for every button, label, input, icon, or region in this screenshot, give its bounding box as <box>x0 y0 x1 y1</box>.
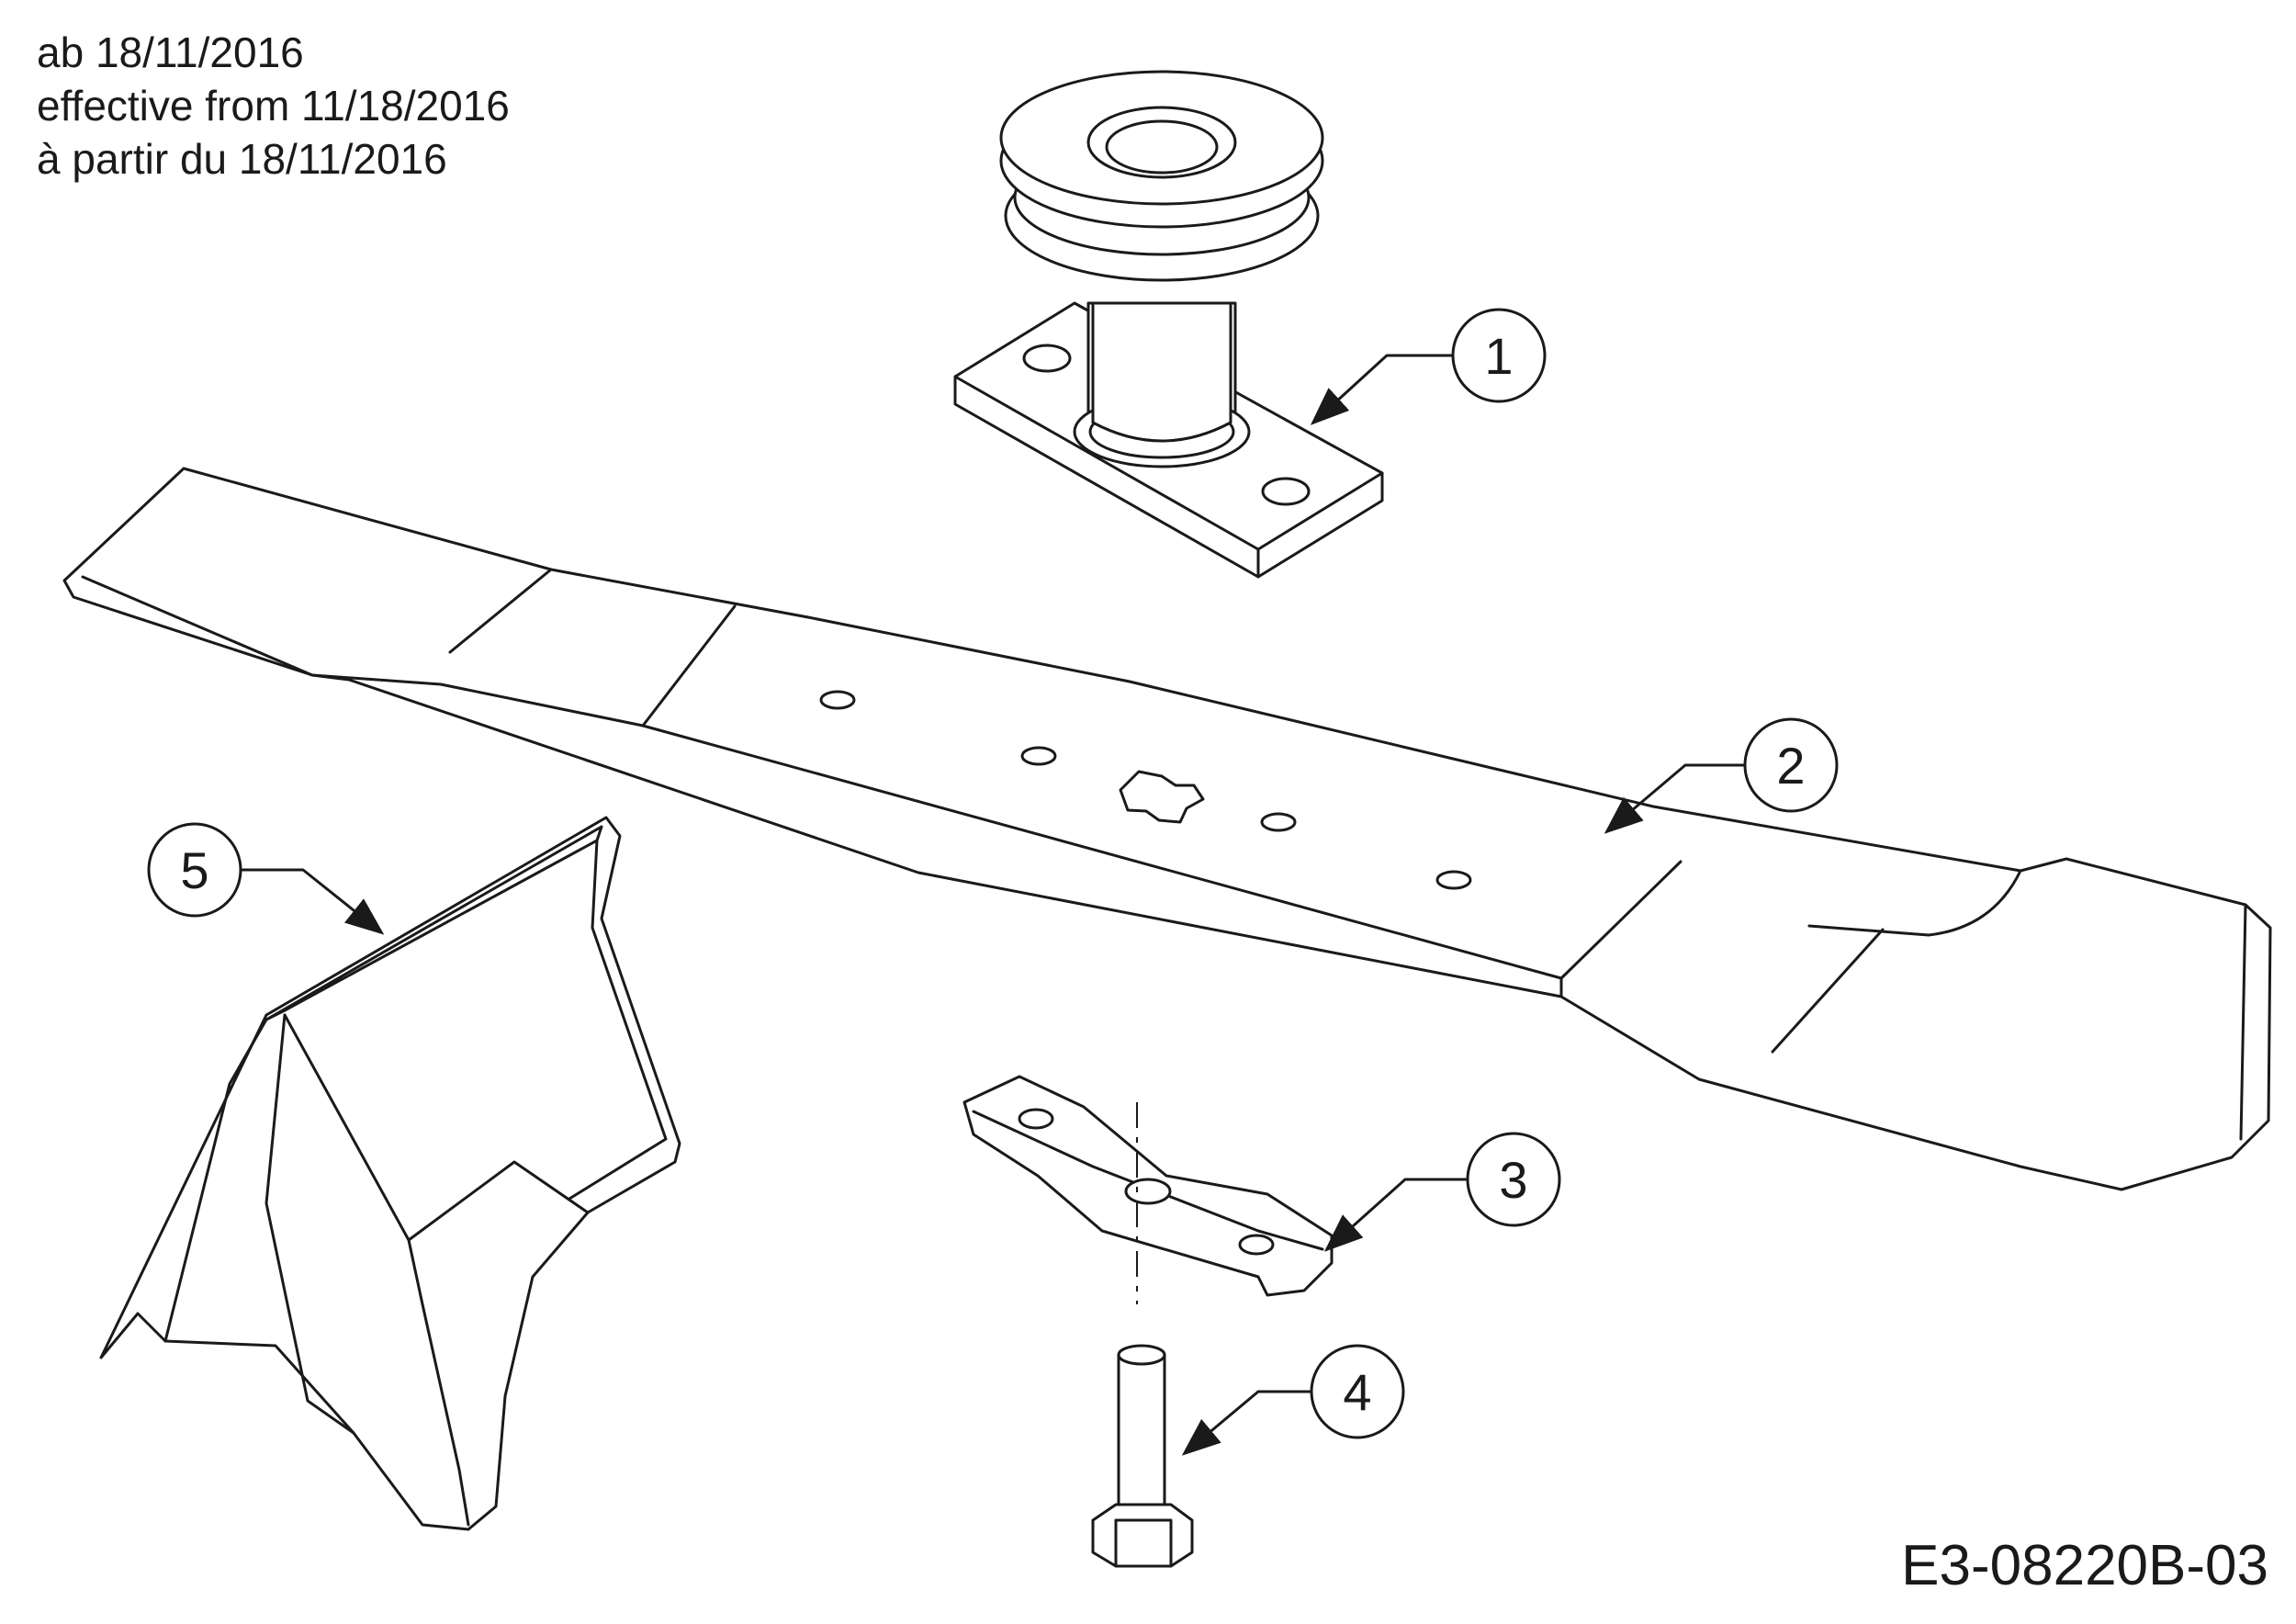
callout-4: 4 <box>1310 1344 1405 1439</box>
callout-1: 1 <box>1451 308 1547 403</box>
svg-text:1: 1 <box>1484 327 1513 385</box>
mower-blade-drawing <box>62 467 2272 1191</box>
hex-bolt-drawing <box>1091 1344 1194 1568</box>
svg-text:5: 5 <box>180 841 208 899</box>
svg-text:2: 2 <box>1776 737 1805 795</box>
svg-text:3: 3 <box>1499 1151 1527 1209</box>
discharge-chute-drawing <box>99 816 681 1531</box>
callout-leaders <box>237 354 1747 1456</box>
effective-date-french: à partir du 18/11/2016 <box>37 135 447 183</box>
spindle-assembly-drawing <box>953 70 1384 579</box>
blade-adapter-drawing <box>962 1075 1334 1304</box>
effective-date-german: ab 18/11/2016 <box>37 28 304 76</box>
svg-text:4: 4 <box>1343 1363 1371 1421</box>
effective-date-english: effective from 11/18/2016 <box>37 82 510 130</box>
document-code: E3-08220B-03 <box>1901 1534 2268 1597</box>
effective-date-block: ab 18/11/2016 effective from 11/18/2016 … <box>37 26 510 186</box>
callout-2: 2 <box>1743 717 1839 813</box>
callout-3: 3 <box>1466 1132 1561 1227</box>
callout-5: 5 <box>147 822 242 918</box>
